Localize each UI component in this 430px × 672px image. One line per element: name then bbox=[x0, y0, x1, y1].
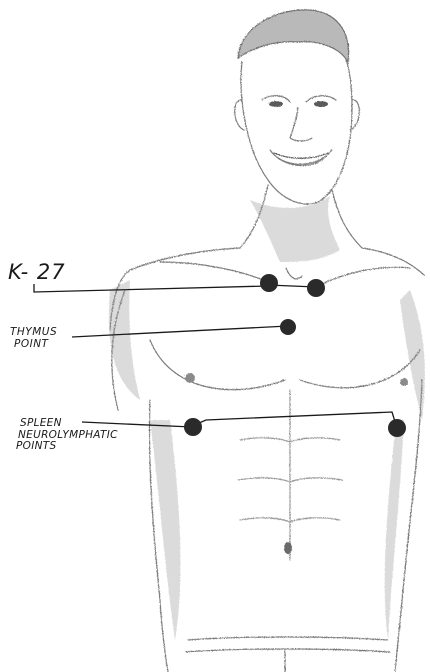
k27-label: K- 27 bbox=[8, 262, 66, 283]
spleen-point-right bbox=[388, 419, 406, 437]
spleen-label: SPLEEN NEUROLYMPHATIC POINTS bbox=[14, 418, 118, 453]
annotation-lines bbox=[34, 284, 397, 428]
k27-leader-line bbox=[34, 284, 268, 292]
spleen-label-line1: SPLEEN bbox=[14, 418, 118, 430]
spleen-leader-line bbox=[82, 412, 397, 428]
thymus-point bbox=[280, 319, 296, 335]
figure-outline bbox=[110, 10, 424, 672]
thymus-leader-line bbox=[72, 326, 288, 337]
thymus-label-line2: POINT bbox=[10, 338, 57, 350]
thymus-label-line1: THYMUS bbox=[10, 326, 57, 338]
k27-point-left bbox=[260, 274, 278, 292]
thymus-label: THYMUS POINT bbox=[10, 326, 57, 350]
k27-point-right bbox=[307, 279, 325, 297]
spleen-label-line3: POINTS bbox=[14, 441, 118, 453]
spleen-point-left bbox=[184, 418, 202, 436]
